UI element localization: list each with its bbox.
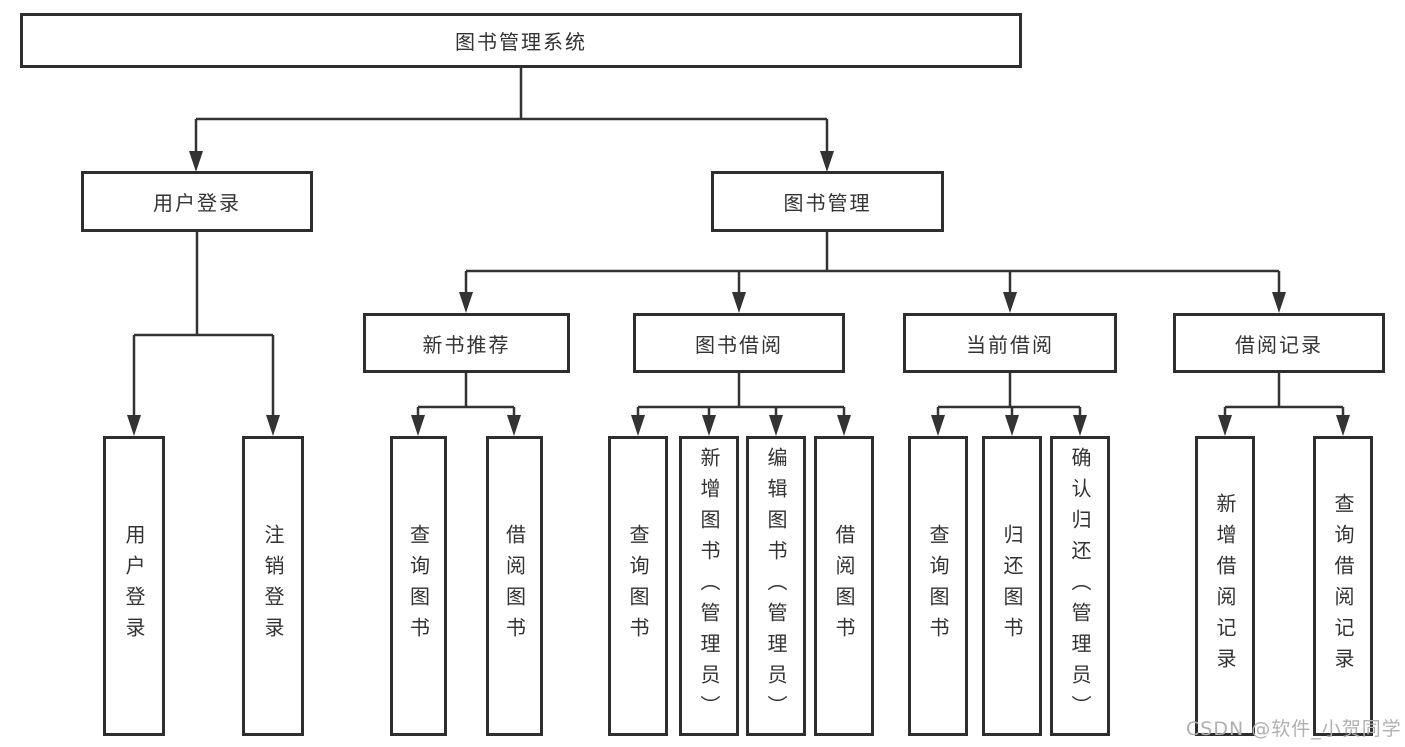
node-library-management-system: 图书管理系统 bbox=[20, 13, 1022, 68]
node-book-borrowing: 图书借阅 bbox=[633, 313, 845, 373]
leaf-label: 借阅图书 bbox=[502, 524, 527, 648]
leaf-borrowing-borrow-books: 借阅图书 bbox=[814, 436, 874, 736]
node-current-borrowing: 当前借阅 bbox=[903, 313, 1117, 373]
leaf-label: 查询图书 bbox=[406, 524, 431, 648]
node-label: 用户登录 bbox=[153, 191, 241, 215]
node-borrowing-records: 借阅记录 bbox=[1173, 313, 1385, 373]
leaf-label: 确认归还（管理员） bbox=[1068, 446, 1092, 726]
leaf-current-query-books: 查询图书 bbox=[908, 436, 968, 736]
leaf-newrec-borrow-books: 借阅图书 bbox=[486, 436, 543, 736]
leaf-label: 查询图书 bbox=[626, 524, 650, 648]
node-user-login: 用户登录 bbox=[81, 171, 313, 232]
csdn-watermark: CSDN @软件_小贺同学 bbox=[1186, 718, 1402, 740]
leaf-current-return-books: 归还图书 bbox=[982, 436, 1042, 736]
node-new-book-recommendation: 新书推荐 bbox=[363, 313, 570, 373]
node-label: 当前借阅 bbox=[966, 332, 1054, 357]
leaf-borrowing-edit-books-admin: 编辑图书（管理员） bbox=[746, 436, 806, 736]
node-label: 借阅记录 bbox=[1235, 332, 1323, 357]
leaf-label: 注销登录 bbox=[261, 524, 285, 648]
connector-root-to-level2 bbox=[194, 68, 829, 154]
connector-book-mgmt-to-groups bbox=[464, 232, 1281, 295]
node-label: 新书推荐 bbox=[422, 332, 511, 357]
leaf-label: 借阅图书 bbox=[832, 524, 856, 648]
leaf-borrowing-add-books-admin: 新增图书（管理员） bbox=[679, 436, 739, 736]
arrowheads-records-leaves bbox=[1218, 415, 1350, 436]
node-book-management: 图书管理 bbox=[711, 171, 944, 232]
leaf-label: 新增借阅记录 bbox=[1213, 493, 1237, 679]
arrowheads-current-leaves bbox=[931, 415, 1087, 436]
leaf-current-confirm-return-admin: 确认归还（管理员） bbox=[1050, 436, 1110, 736]
arrowheads-borrowing-leaves bbox=[631, 415, 851, 436]
leaf-label: 编辑图书（管理员） bbox=[764, 446, 788, 726]
leaf-newrec-query-books: 查询图书 bbox=[390, 436, 447, 736]
leaf-user-login: 用户登录 bbox=[103, 436, 165, 736]
leaf-label: 新增图书（管理员） bbox=[697, 446, 721, 726]
leaf-label: 查询借阅记录 bbox=[1331, 493, 1355, 679]
leaf-records-query-record: 查询借阅记录 bbox=[1313, 436, 1373, 736]
leaf-records-add-record: 新增借阅记录 bbox=[1195, 436, 1255, 736]
connector-records-to-leaves bbox=[1223, 373, 1345, 418]
node-label: 图书借阅 bbox=[695, 332, 783, 357]
connector-borrowing-to-leaves bbox=[636, 373, 846, 418]
node-label: 图书管理系统 bbox=[455, 30, 587, 54]
leaf-borrowing-query-books: 查询图书 bbox=[608, 436, 668, 736]
leaf-label: 查询图书 bbox=[926, 524, 950, 648]
arrowheads-user-login-leaves bbox=[127, 415, 280, 436]
arrowheads-root-to-level2 bbox=[189, 151, 834, 172]
leaf-label: 归还图书 bbox=[1000, 524, 1024, 648]
arrowheads-newrec-leaves bbox=[411, 415, 521, 436]
connector-newrec-to-leaves bbox=[416, 373, 516, 418]
leaf-logout: 注销登录 bbox=[242, 436, 304, 736]
arrowheads-book-mgmt-groups bbox=[459, 292, 1286, 313]
node-label: 图书管理 bbox=[783, 191, 872, 215]
connector-user-login-to-leaves bbox=[132, 232, 275, 418]
leaf-label: 用户登录 bbox=[122, 524, 146, 648]
connector-current-to-leaves bbox=[936, 373, 1082, 418]
